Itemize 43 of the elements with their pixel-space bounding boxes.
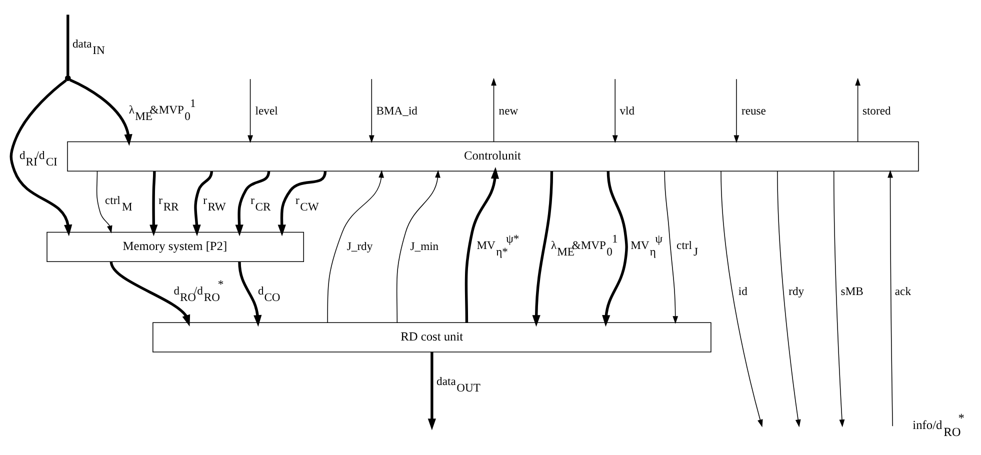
edge-label: BMA_id bbox=[376, 104, 418, 118]
arrow bbox=[238, 262, 262, 327]
arrow bbox=[110, 261, 190, 327]
node-box: Memory system [P2] bbox=[46, 232, 304, 262]
arrow bbox=[888, 170, 893, 426]
arrow bbox=[69, 78, 132, 146]
edge-label: J_min bbox=[410, 240, 439, 253]
connector bbox=[66, 14, 70, 76]
arrow bbox=[10, 79, 72, 236]
arrow bbox=[150, 171, 158, 236]
edge-label: new bbox=[498, 104, 518, 118]
arrow bbox=[278, 170, 327, 236]
node-circle bbox=[64, 75, 71, 82]
arrow bbox=[396, 170, 440, 324]
arrow bbox=[612, 78, 618, 143]
edge-label: J_rdy bbox=[346, 240, 373, 253]
edge-label: id bbox=[738, 285, 748, 298]
arrow bbox=[428, 352, 436, 430]
arrow bbox=[734, 78, 740, 143]
arrow bbox=[368, 78, 374, 143]
arrow bbox=[720, 170, 763, 428]
arrow bbox=[327, 170, 384, 324]
arrow bbox=[96, 170, 112, 234]
edge-label: vld bbox=[620, 104, 635, 118]
node-box: RD cost unit bbox=[152, 322, 712, 352]
arrow bbox=[664, 170, 678, 324]
arrow bbox=[235, 171, 270, 236]
edge-label: level bbox=[255, 104, 278, 118]
edge-label: stored bbox=[862, 104, 891, 118]
node-box: Controlunit bbox=[67, 141, 919, 172]
arrow bbox=[192, 171, 213, 236]
arrow bbox=[855, 78, 861, 142]
arrow bbox=[833, 170, 845, 428]
arrow bbox=[602, 171, 628, 327]
arrow bbox=[777, 170, 801, 428]
edge-label: sMB bbox=[840, 285, 864, 298]
edge-label: reuse bbox=[741, 104, 766, 118]
arrow bbox=[532, 171, 554, 327]
arrow bbox=[248, 78, 253, 143]
arrow bbox=[491, 78, 496, 142]
edge-label: ack bbox=[894, 285, 911, 298]
edge-label: rdy bbox=[788, 285, 804, 298]
arrow bbox=[464, 167, 500, 323]
